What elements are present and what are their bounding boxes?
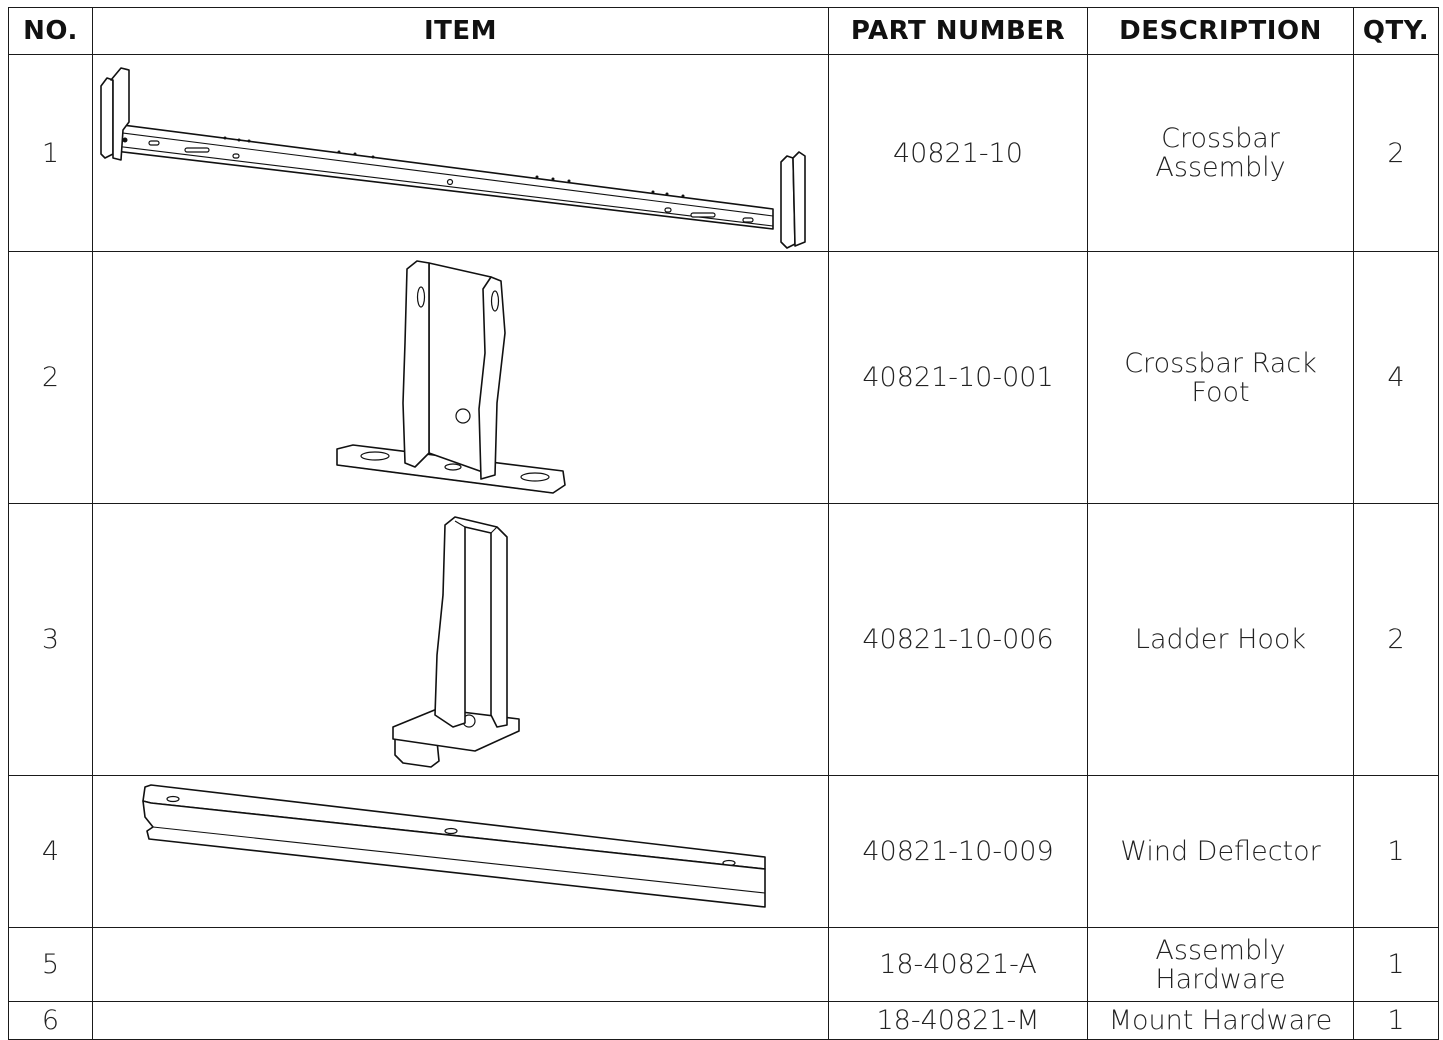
header-part-number: PART NUMBER <box>828 7 1088 55</box>
description: Crossbar Rack Foot <box>1087 251 1354 504</box>
quantity: 2 <box>1353 503 1439 776</box>
ladder-hook-drawing <box>392 515 520 768</box>
header-row: NO. ITEM PART NUMBER DESCRIPTION QTY. <box>8 7 1439 55</box>
description: Mount Hardware <box>1087 1001 1354 1040</box>
row-number: 1 <box>8 54 93 252</box>
row-number: 4 <box>8 775 93 928</box>
quantity: 1 <box>1353 775 1439 928</box>
rack-foot-drawing <box>336 259 566 494</box>
table-row: 1 <box>8 54 1439 252</box>
item-cell <box>92 1001 829 1040</box>
table-row: 6 18-40821-M Mount Hardware 1 <box>8 1001 1439 1040</box>
row-number: 6 <box>8 1001 93 1040</box>
item-cell <box>92 503 829 776</box>
table-row: 2 <box>8 251 1439 504</box>
quantity: 1 <box>1353 927 1439 1002</box>
description: Assembly Hardware <box>1087 927 1354 1002</box>
wind-deflector-drawing <box>142 783 766 908</box>
table-row: 4 40821-10-009 Wind Deflector 1 <box>8 775 1439 928</box>
table-row: 3 40821-10-006 Ladder Hook 2 <box>8 503 1439 776</box>
description: Ladder Hook <box>1087 503 1354 776</box>
part-number: 40821-10-001 <box>828 251 1088 504</box>
part-number: 18-40821-A <box>828 927 1088 1002</box>
part-number: 40821-10-006 <box>828 503 1088 776</box>
part-number: 18-40821-M <box>828 1001 1088 1040</box>
item-cell <box>92 927 829 1002</box>
header-qty: QTY. <box>1353 7 1439 55</box>
header-item: ITEM <box>92 7 829 55</box>
crossbar-assembly-drawing <box>100 66 806 249</box>
description: Crossbar Assembly <box>1087 54 1354 252</box>
header-no: NO. <box>8 7 93 55</box>
row-number: 3 <box>8 503 93 776</box>
quantity: 2 <box>1353 54 1439 252</box>
row-number: 2 <box>8 251 93 504</box>
table-row: 5 18-40821-A Assembly Hardware 1 <box>8 927 1439 1002</box>
part-number: 40821-10 <box>828 54 1088 252</box>
bill-of-materials-table: NO. ITEM PART NUMBER DESCRIPTION QTY. 1 <box>8 7 1439 1040</box>
quantity: 4 <box>1353 251 1439 504</box>
quantity: 1 <box>1353 1001 1439 1040</box>
header-description: DESCRIPTION <box>1087 7 1354 55</box>
description: Wind Deflector <box>1087 775 1354 928</box>
item-cell <box>92 775 829 928</box>
part-number: 40821-10-009 <box>828 775 1088 928</box>
item-cell <box>92 54 829 252</box>
row-number: 5 <box>8 927 93 1002</box>
item-cell <box>92 251 829 504</box>
